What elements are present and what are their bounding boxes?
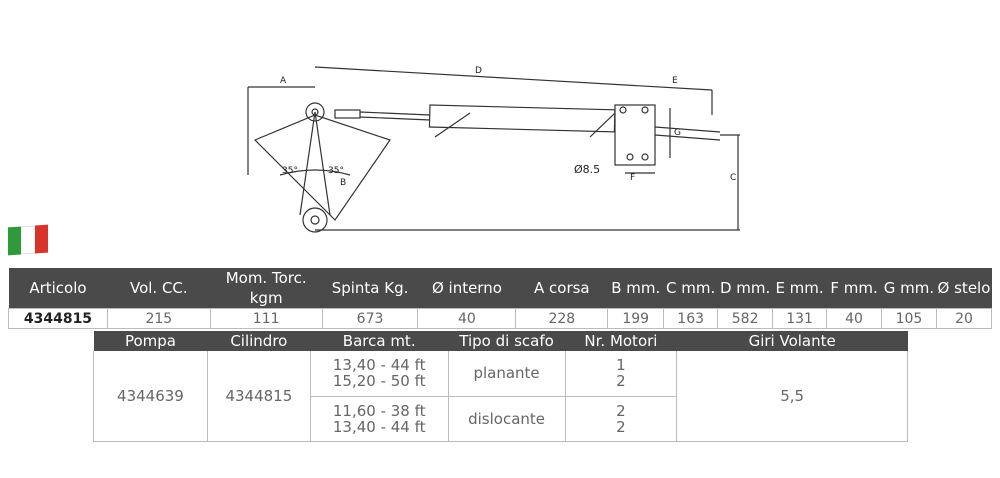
svg-text:G: G — [674, 128, 681, 138]
header-cell: D mm. — [717, 268, 773, 309]
header-cell: Mom. Torc. kgm — [210, 268, 323, 309]
motori-line: 2 — [616, 372, 626, 391]
table-row: 4344815 215 111 673 40 228 199 163 582 1… — [8, 308, 993, 329]
cell: 111 — [209, 308, 323, 329]
header-cell: F mm. — [826, 268, 882, 309]
cell: 131 — [772, 308, 828, 329]
svg-text:35°: 35° — [282, 166, 298, 176]
cell: 163 — [663, 308, 719, 329]
header-cell: Barca mt. — [310, 331, 449, 351]
specs-header-row: Articolo Vol. CC. Mom. Torc. kgm Spinta … — [8, 268, 992, 309]
header-cell: Ø stelo — [936, 268, 992, 309]
cell: 105 — [881, 308, 937, 329]
barca-line: 15,20 - 50 ft — [332, 372, 426, 391]
cell: 228 — [515, 308, 609, 329]
header-cell: Articolo — [8, 268, 108, 309]
svg-text:Ø8.5: Ø8.5 — [574, 163, 600, 176]
header-cell: Spinta Kg. — [322, 268, 418, 309]
header-cell: Vol. CC. — [107, 268, 211, 309]
compatibility-table: Pompa Cilindro Barca mt. Tipo di scafo N… — [93, 331, 908, 442]
motori-line: 2 — [616, 417, 626, 436]
header-cell: G mm. — [881, 268, 937, 309]
svg-text:F: F — [630, 173, 635, 183]
cell: 20 — [935, 308, 993, 329]
cell: 215 — [106, 308, 211, 329]
header-cell: B mm. — [607, 268, 664, 309]
svg-text:A: A — [280, 76, 287, 86]
cilindro-cell: 4344815 — [206, 351, 311, 442]
barca-line: 13,40 - 44 ft — [332, 417, 426, 436]
specs-table: Articolo Vol. CC. Mom. Torc. kgm Spinta … — [8, 268, 993, 329]
header-cell: Pompa — [93, 331, 208, 351]
svg-text:B: B — [340, 178, 346, 188]
article-code: 4344815 — [8, 308, 108, 329]
tipo-cell: dislocante — [447, 396, 566, 442]
header-cell: E mm. — [772, 268, 827, 309]
header-cell: Ø interno — [417, 268, 516, 309]
pompa-cell: 4344639 — [93, 351, 208, 442]
header-cell: A corsa — [515, 268, 608, 309]
cell: 40 — [826, 308, 882, 329]
cell: 199 — [607, 308, 665, 329]
svg-text:D: D — [475, 66, 482, 76]
barca-line: 13,40 - 44 ft — [332, 356, 426, 375]
motori-line: 2 — [616, 401, 626, 420]
svg-text:35°: 35° — [328, 166, 344, 176]
header-cell: Tipo di scafo — [448, 331, 565, 351]
header-cell: C mm. — [663, 268, 718, 309]
giri-cell: 5,5 — [676, 351, 908, 442]
header-cell: Cilindro — [207, 331, 311, 351]
barca-line: 11,60 - 38 ft — [332, 401, 426, 420]
tipo-cell: planante — [447, 351, 566, 397]
cell: 40 — [417, 308, 517, 329]
header-cell: Giri Volante — [676, 331, 908, 351]
cylinder-technical-drawing: A D E G C B F 35° 35° Ø8.5 — [247, 66, 740, 233]
cell: 582 — [717, 308, 774, 329]
italy-flag-icon — [8, 224, 48, 256]
header-cell: Nr. Motori — [565, 331, 677, 351]
motori-line: 1 — [616, 356, 626, 375]
svg-text:E: E — [672, 76, 678, 86]
svg-text:C: C — [730, 173, 736, 183]
cell: 673 — [321, 308, 419, 329]
compat-header-row: Pompa Cilindro Barca mt. Tipo di scafo N… — [93, 331, 908, 351]
